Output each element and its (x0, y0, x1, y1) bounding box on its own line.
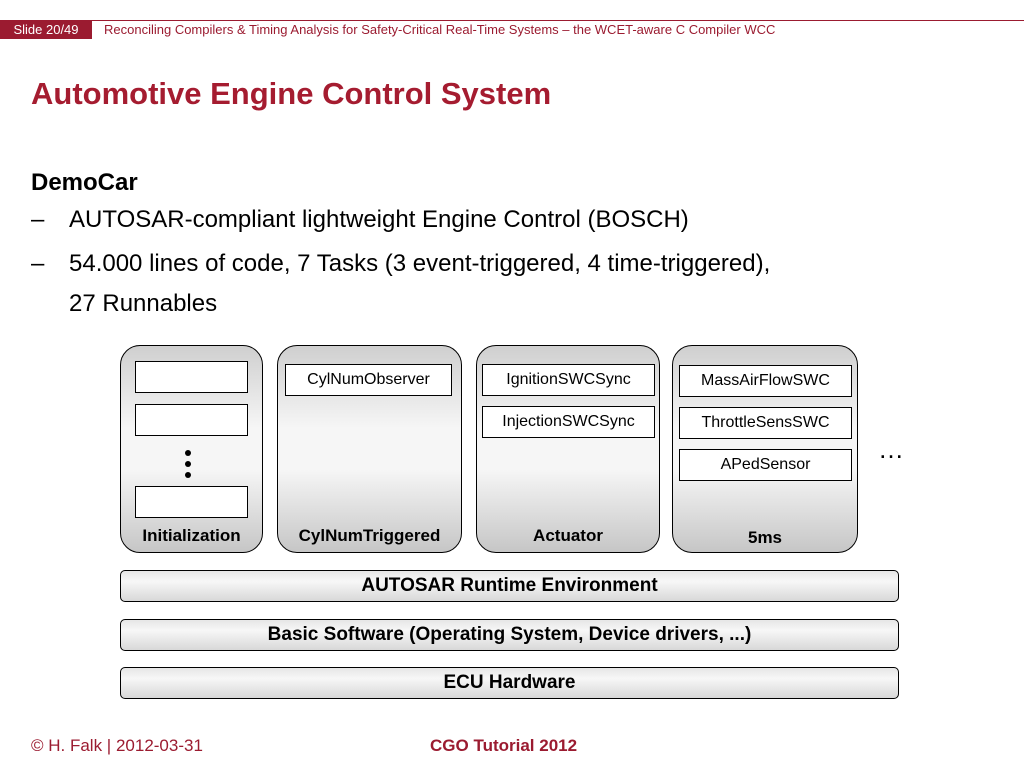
slide-number-badge: Slide 20/49 (0, 20, 92, 39)
layer-basic-software: Basic Software (Operating System, Device… (120, 619, 899, 651)
runnable-massairflowswc: MassAirFlowSWC (679, 365, 852, 397)
bullet-item: –AUTOSAR-compliant lightweight Engine Co… (31, 206, 689, 234)
task-cylnumtriggered: CylNumObserver CylNumTriggered (277, 345, 462, 553)
header-divider (0, 20, 1024, 21)
footer-author-date: © H. Falk | 2012-03-31 (31, 736, 203, 755)
task-label: Actuator (533, 526, 603, 545)
task-label: Initialization (142, 526, 241, 545)
task-5ms: MassAirFlowSWC ThrottleSensSWC APedSenso… (672, 345, 858, 553)
runnable-cylnumobserver: CylNumObserver (285, 364, 452, 396)
vertical-ellipsis-icon (180, 450, 196, 480)
bullet-dash: – (31, 250, 45, 277)
presentation-title: Reconciling Compilers & Timing Analysis … (104, 22, 776, 37)
task-actuator: IgnitionSWCSync InjectionSWCSync Actuato… (476, 345, 660, 553)
runnable-ignitionswcsync: IgnitionSWCSync (482, 364, 655, 396)
task-initialization: Initialization (120, 345, 263, 553)
page-title: Automotive Engine Control System (31, 76, 552, 111)
horizontal-ellipsis-icon: … (878, 434, 905, 464)
bullet-text: 54.000 lines of code, 7 Tasks (3 event-t… (69, 250, 771, 277)
layer-autosar-rte: AUTOSAR Runtime Environment (120, 570, 899, 602)
task-label: CylNumTriggered (298, 526, 441, 545)
bullet-continuation: 27 Runnables (69, 290, 218, 317)
bullet-dash: – (31, 206, 45, 233)
runnable-apedsensor: APedSensor (679, 449, 852, 481)
task-label: 5ms (747, 528, 783, 547)
runnable-placeholder (135, 361, 248, 393)
footer-event: CGO Tutorial 2012 (430, 736, 578, 755)
layer-ecu-hardware: ECU Hardware (120, 667, 899, 699)
runnable-injectionswcsync: InjectionSWCSync (482, 406, 655, 438)
runnable-throttlesensswc: ThrottleSensSWC (679, 407, 852, 439)
subheading: DemoCar (31, 169, 138, 196)
bullet-text: AUTOSAR-compliant lightweight Engine Con… (69, 206, 689, 233)
bullet-item: –54.000 lines of code, 7 Tasks (3 event-… (31, 250, 770, 278)
runnable-placeholder (135, 486, 248, 518)
runnable-placeholder (135, 404, 248, 436)
